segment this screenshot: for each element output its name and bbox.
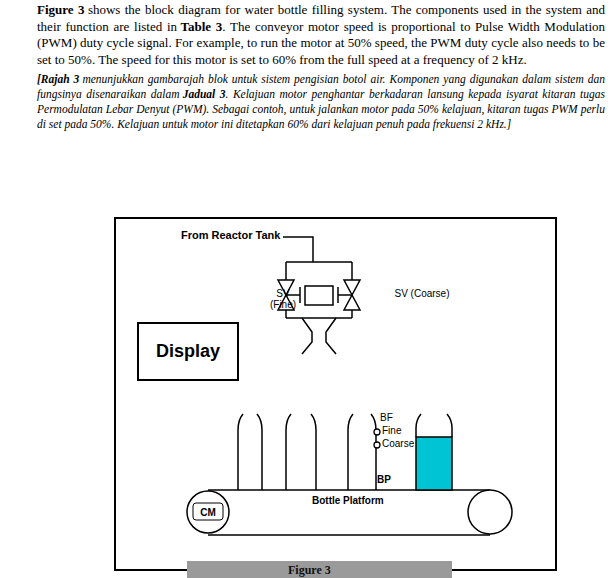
- conveyor-belt: [208, 490, 512, 535]
- diagram-frame: [115, 218, 556, 570]
- part-label: BF: [380, 412, 393, 423]
- level-sensors: [374, 429, 380, 448]
- english-paragraph: Figure 3shows the block diagram for wate…: [37, 2, 605, 68]
- part-label: SV (Coarse): [394, 288, 450, 299]
- filling-nozzle: [302, 318, 336, 354]
- filled-bottle: [416, 414, 452, 490]
- bold-reference: [: [37, 73, 41, 85]
- bold-reference: Rajah 3: [41, 73, 80, 85]
- part-label: Fine: [382, 425, 401, 436]
- malay-paragraph: [Rajah 3menunjukkan gambarajah blok untu…: [37, 72, 605, 132]
- display-box: Display: [137, 322, 239, 381]
- part-label: Bottle Platform: [312, 495, 384, 506]
- part-label: Coarse: [382, 438, 414, 449]
- valve-body: [305, 286, 333, 305]
- node-text: CM: [200, 507, 216, 518]
- solenoid-valve-coarse: [338, 280, 360, 310]
- part-label: BP: [377, 474, 391, 485]
- part-label: SV (Fine): [262, 288, 304, 310]
- bold-reference: Jadual 3: [183, 88, 226, 100]
- bold-reference: Figure 3: [37, 2, 84, 17]
- figure-caption: Figure 3: [288, 563, 331, 578]
- part-label: From Reactor Tank: [181, 229, 280, 241]
- conveyor-motor: CM: [186, 490, 230, 534]
- node-text: Display: [156, 341, 220, 362]
- bold-reference: Table 3: [181, 19, 223, 34]
- overlay-bar: [187, 561, 452, 578]
- empty-bottles: [238, 414, 376, 490]
